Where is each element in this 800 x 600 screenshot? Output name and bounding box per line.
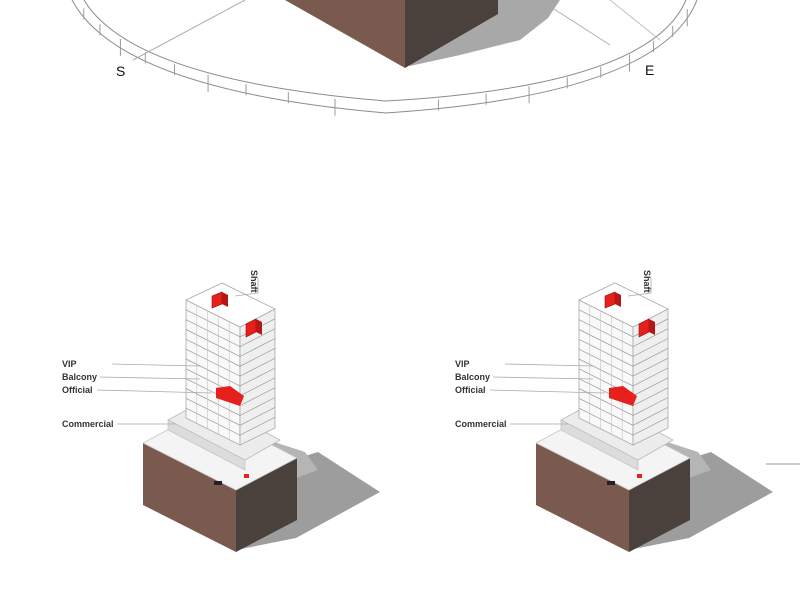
leader-lines (489, 278, 652, 425)
tower-floor-lines (578, 305, 669, 440)
floor-slab-line (185, 398, 276, 426)
floor-slab-line (578, 407, 669, 436)
compass-ticks (83, 8, 688, 116)
label-commercial: Commercial (455, 419, 507, 429)
label-balcony: Balcony (455, 372, 490, 382)
label-shaft: Shaft (642, 270, 652, 293)
ground-marker-red (637, 474, 642, 478)
leader-lines (96, 278, 259, 425)
floor-slab-line (185, 407, 276, 436)
podium-front (560, 419, 639, 471)
shadow (629, 452, 773, 550)
shaft-box-2-side (649, 319, 655, 335)
office-highlight (609, 386, 637, 406)
floor-slab-line (185, 309, 276, 338)
floor-slab-line (185, 329, 276, 357)
label-shaft: Shaft (249, 270, 259, 293)
floor-slab-line (578, 319, 669, 348)
shaft-box-1-side (222, 292, 228, 307)
floor-slab-line (578, 339, 669, 367)
compass-inner-arc (83, 0, 687, 102)
base-block-side (629, 458, 690, 552)
tower-roof (185, 282, 276, 328)
building-diagram-right: Shaft VIP Balcony Official Commercial (455, 270, 773, 552)
tower-roof (578, 282, 669, 328)
floor-slab-line (578, 329, 669, 357)
floor-slab-line (185, 319, 276, 348)
shaft-box-1-side (615, 292, 621, 307)
base-block-side (236, 458, 297, 552)
ground-marker-dark (214, 481, 222, 485)
label-vip: VIP (455, 359, 470, 369)
office-highlight (216, 386, 244, 406)
floor-slab-line (578, 358, 669, 387)
top-block-side-face (405, 0, 498, 68)
base-block-front (536, 443, 629, 552)
compass-label-south: S (116, 63, 125, 79)
floor-slab-line (578, 388, 669, 416)
compass-south-spoke (132, 0, 246, 61)
floor-slab-line (578, 309, 669, 338)
floor-slab-line (185, 358, 276, 387)
base-block-front (143, 443, 236, 552)
floor-slab-line (578, 398, 669, 426)
top-block-front-face (285, 0, 405, 68)
floor-slab-line (185, 388, 276, 416)
compass-outer-arc (71, 0, 698, 114)
floor-slab-line (578, 348, 669, 377)
ground-marker-dark (607, 481, 615, 485)
top-building-block (285, 0, 560, 68)
ground-marker-red (244, 474, 249, 478)
podium-front (167, 419, 246, 471)
label-official: Official (62, 385, 93, 395)
label-commercial: Commercial (62, 419, 114, 429)
compass-east-spoke-2 (609, 0, 661, 41)
label-official: Official (455, 385, 486, 395)
label-balcony: Balcony (62, 372, 97, 382)
floor-slab-line (185, 339, 276, 367)
shaft-box-2-side (256, 319, 262, 335)
building-diagram-left: Shaft VIP Balcony Official Commercial (62, 270, 380, 552)
compass-label-east: E (645, 62, 654, 78)
floor-slab-line (185, 348, 276, 377)
label-vip: VIP (62, 359, 77, 369)
shadow (236, 452, 380, 550)
tower-floor-lines (185, 305, 276, 440)
